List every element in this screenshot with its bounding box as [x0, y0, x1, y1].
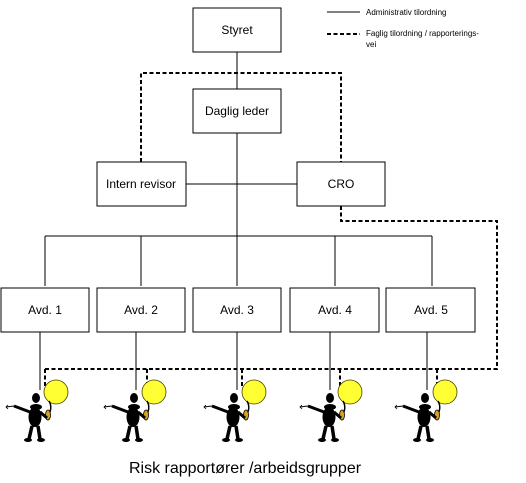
reporter-figure-5: [393, 378, 459, 444]
department-node-5: Avd. 5: [385, 287, 476, 333]
legend-solid-label: Administrativ tilordning: [366, 8, 446, 17]
department-label: Avd. 3: [220, 303, 254, 317]
reporter-figure-4: [298, 378, 364, 444]
board-node: Styret: [192, 7, 282, 53]
reporter-figure-2: [102, 378, 168, 444]
department-label: Avd. 5: [414, 303, 448, 317]
risk-reporters: [4, 378, 459, 444]
ceo-label: Daglig leder: [205, 104, 269, 118]
board-label: Styret: [221, 23, 253, 37]
cro-node: CRO: [296, 161, 386, 207]
legend: Administrativ tilordning Faglig tilordni…: [327, 8, 479, 49]
department-node-4: Avd. 4: [289, 287, 380, 333]
cro-label: CRO: [328, 177, 355, 191]
department-node-1: Avd. 1: [0, 287, 90, 333]
department-label: Avd. 2: [124, 303, 158, 317]
internal-auditor-label: Intern revisor: [106, 177, 176, 191]
department-node-3: Avd. 3: [192, 287, 282, 333]
department-node-2: Avd. 2: [96, 287, 186, 333]
administrative-lines: [39, 52, 433, 390]
reporter-figure-1: [4, 378, 70, 444]
internal-auditor-node: Intern revisor: [96, 161, 187, 207]
dashed-cro-reporting-path: [45, 206, 498, 370]
footer-caption: Risk rapportører /arbeidsgrupper: [129, 460, 362, 477]
ceo-node: Daglig leder: [192, 88, 282, 134]
dashed-board-link: [140, 72, 342, 162]
legend-dashed-label: Faglig tilordning / rapporterings-: [366, 29, 479, 38]
legend-dashed-label-continued: vei: [366, 40, 376, 49]
reporter-figure-3: [202, 378, 268, 444]
department-label: Avd. 4: [318, 303, 352, 317]
department-label: Avd. 1: [28, 303, 62, 317]
